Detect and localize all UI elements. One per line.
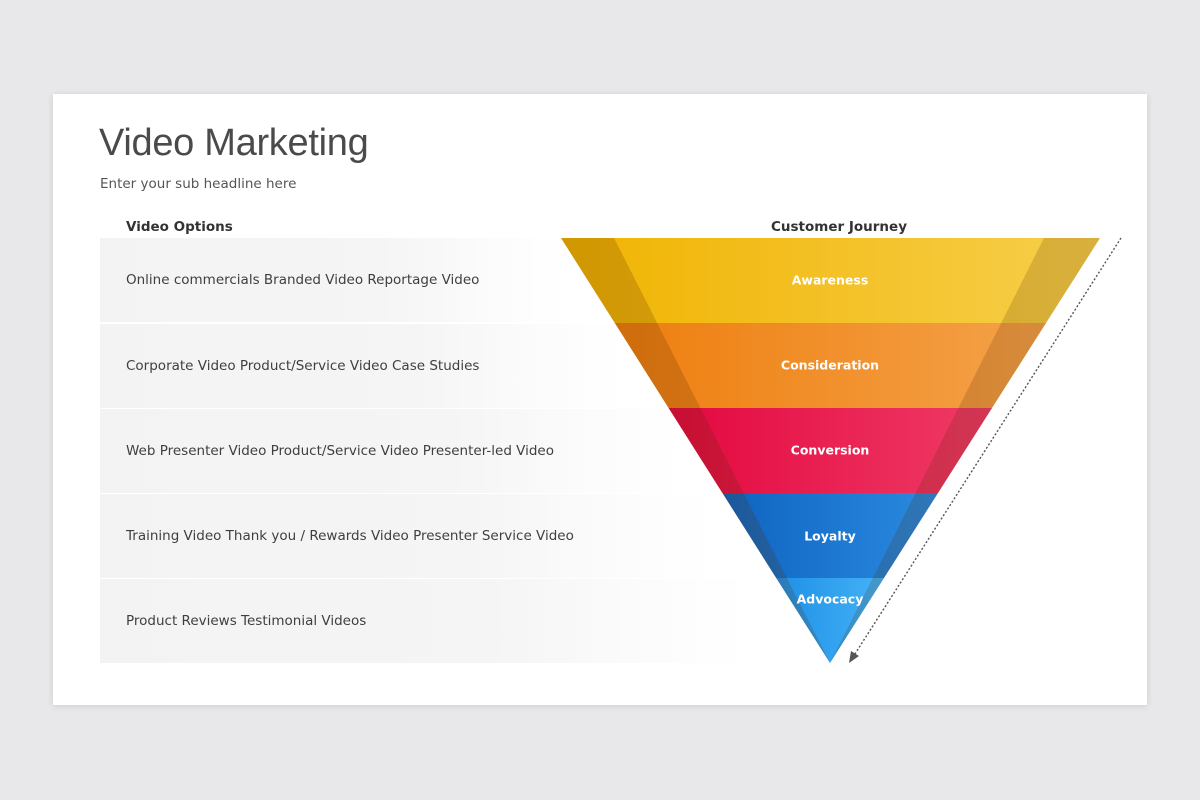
option-row: Online commercials Branded Video Reporta… — [100, 238, 570, 322]
slide: Video Marketing Enter your sub headline … — [53, 94, 1147, 705]
option-text: Corporate Video Product/Service Video Ca… — [126, 358, 480, 374]
journey-arrow — [849, 237, 1122, 663]
option-row: Training Video Thank you / Rewards Video… — [100, 494, 715, 578]
slide-subtitle: Enter your sub headline here — [100, 176, 297, 192]
funnel-overlay — [561, 238, 1100, 663]
funnel-labels: AwarenessConsiderationConversionLoyaltyA… — [781, 273, 879, 607]
option-text: Online commercials Branded Video Reporta… — [126, 272, 480, 288]
option-row: Product Reviews Testimonial Videos — [100, 579, 750, 663]
funnel-stage-label: Advocacy — [797, 592, 864, 607]
funnel-stage-label: Consideration — [781, 358, 879, 373]
option-text: Training Video Thank you / Rewards Video… — [126, 528, 574, 544]
funnel-stage-label: Awareness — [792, 273, 869, 288]
funnel-left-shade — [561, 238, 830, 663]
option-row: Corporate Video Product/Service Video Ca… — [100, 324, 625, 408]
funnel-stage-label: Loyalty — [804, 529, 856, 544]
journey-arrow-line — [852, 237, 1122, 658]
funnel-stage-awareness — [561, 238, 1100, 323]
option-row: Web Presenter Video Product/Service Vide… — [100, 409, 685, 493]
customer-journey-funnel: AwarenessConsiderationConversionLoyaltyA… — [561, 237, 1122, 663]
funnel-stage-label: Conversion — [791, 443, 870, 458]
slide-title: Video Marketing — [99, 122, 369, 164]
option-text: Product Reviews Testimonial Videos — [126, 613, 367, 629]
option-text: Web Presenter Video Product/Service Vide… — [126, 443, 554, 459]
funnel-stage-advocacy — [776, 578, 884, 663]
funnel-stage-consideration — [614, 323, 1046, 408]
funnel-bands — [561, 238, 1100, 663]
customer-journey-header: Customer Journey — [771, 219, 907, 235]
funnel-stage-loyalty — [722, 493, 938, 578]
funnel-right-shade — [830, 238, 1100, 663]
video-options-header: Video Options — [126, 219, 233, 235]
funnel-stage-conversion — [668, 408, 992, 493]
journey-arrow-head — [849, 651, 859, 663]
